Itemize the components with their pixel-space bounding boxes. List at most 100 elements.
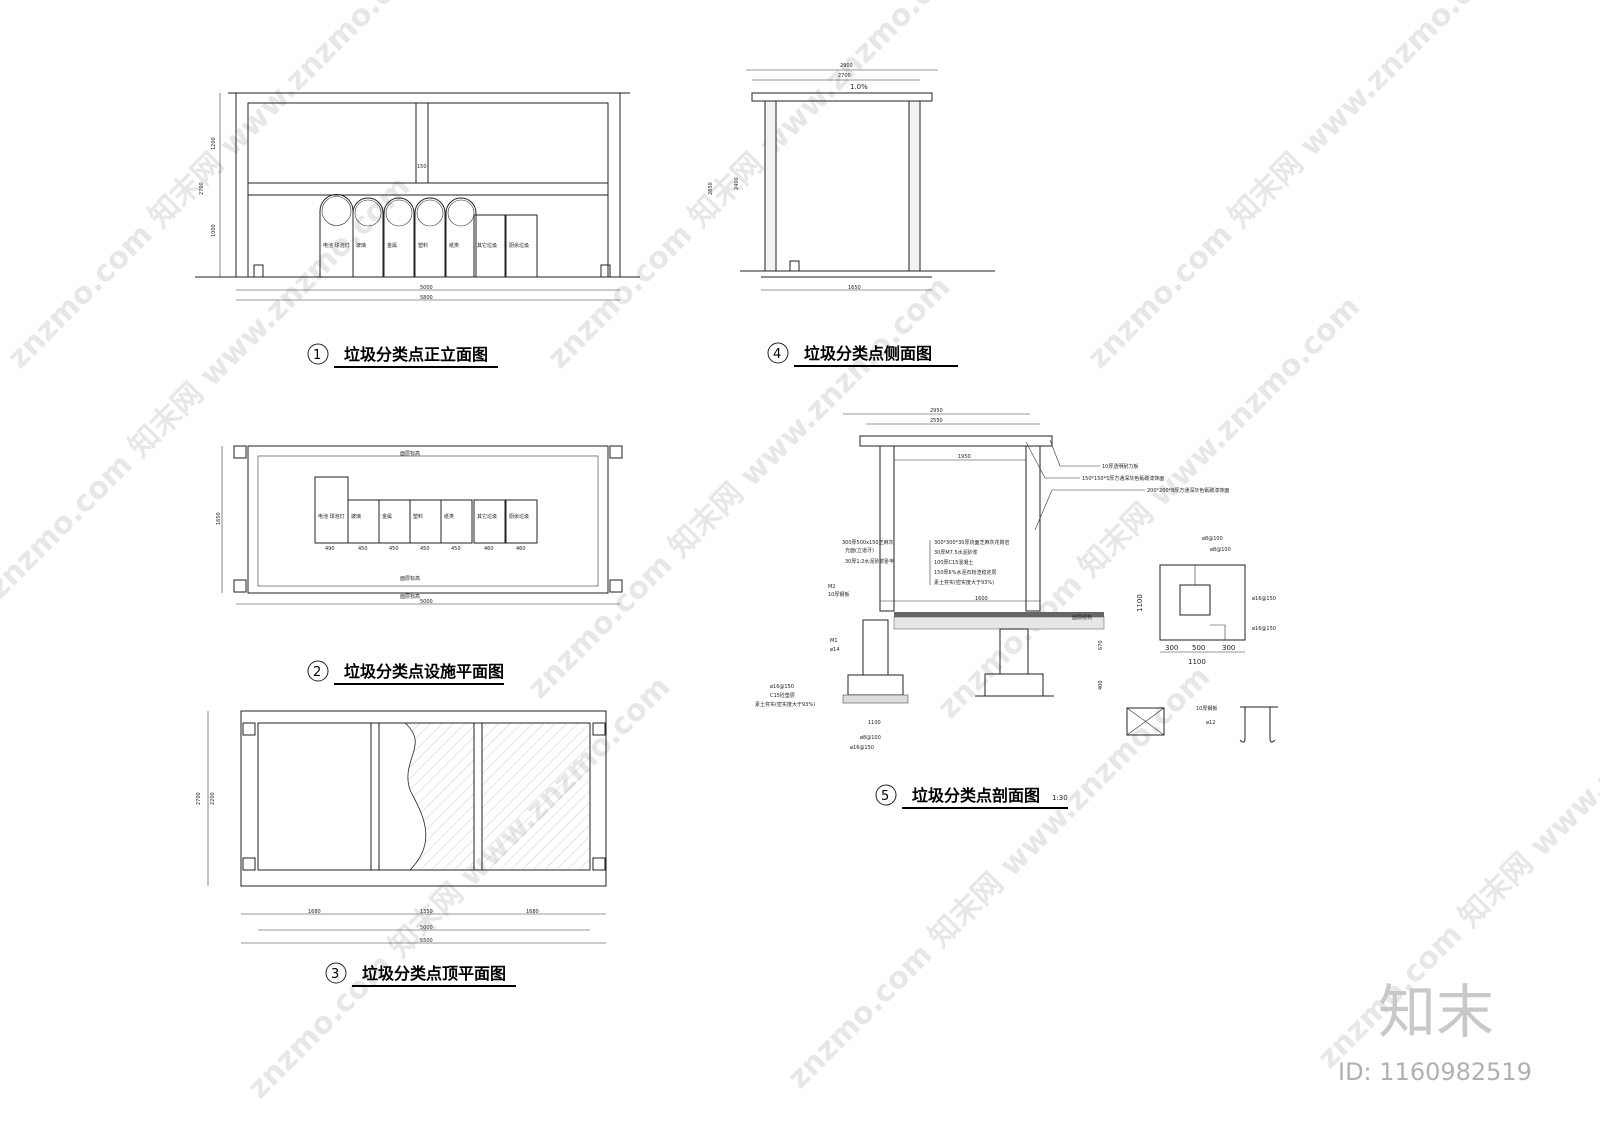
drawing-title: 垃圾分类点正立面图 [344, 345, 488, 364]
dim-label: 1100 [868, 720, 881, 726]
drawing-number: 3 [331, 967, 339, 982]
bin-elevation: 电池 球泡灯 [319, 194, 354, 277]
bin-width-label: 490 [325, 546, 335, 552]
layer-label: 30厚M7.5水泥砂浆 [934, 549, 978, 556]
bin-label: 纸类 [444, 513, 454, 520]
dim-label: 150 [417, 164, 427, 170]
bin-label: 玻璃 [356, 242, 366, 249]
drawing-title: 垃圾分类点侧面图 [804, 344, 932, 363]
dim-label: 300 [1222, 644, 1235, 652]
dim-label: 1100 [1136, 594, 1144, 612]
dim-label: 5500 [420, 938, 433, 944]
bin-label: 其它垃圾 [477, 242, 497, 249]
layer-label: 30厚1:2水泥砂浆卧牢 [845, 558, 894, 565]
dim-label: 500 [1192, 644, 1205, 652]
bin-plan: 其它垃圾 460 [473, 499, 506, 552]
layer-label: 300厚500x150芝麻灰 [842, 539, 894, 546]
drawing-title: 垃圾分类点剖面图 [912, 786, 1040, 805]
front-elevation-drawing: 150 电池 球泡灯玻璃 金属塑料 纸类 其它垃圾 厨余垃圾 2700 1200 100… [195, 92, 640, 301]
bin-elevation: 金属 [383, 197, 415, 277]
bin-width-label: 450 [358, 546, 368, 552]
bin-elevation: 玻璃 [352, 197, 384, 277]
dim-label: 5800 [420, 295, 433, 301]
dim-label: 670 [1098, 640, 1104, 650]
dim-label: 2700 [199, 182, 205, 195]
bin-label: 厨余垃圾 [509, 242, 529, 249]
side-elevation-drawing: 2900 2700 1.0% 2850 2400 1650 [708, 63, 995, 291]
dim-label: 1950 [958, 454, 971, 460]
bin-label: 电池 球泡灯 [318, 513, 345, 520]
dim-label: 1350 [420, 909, 433, 915]
dim-label: 2700 [838, 73, 851, 79]
note-label: 150*150*5厚方通深灰色氟碳漆饰面 [1082, 475, 1164, 482]
facility-plan-drawing: 电池 球泡灯490玻璃450金属450塑料450纸类450其它垃圾460厨余垃圾… [216, 445, 623, 605]
bin-plan: 玻璃 450 [347, 499, 380, 552]
label: 10厚钢板 [828, 591, 849, 598]
drawing-number: 1 [313, 348, 321, 363]
dim-label: 1650 [848, 285, 861, 291]
dim-label: 1680 [526, 909, 539, 915]
label: M1 [830, 638, 838, 644]
dim-label: 2550 [930, 418, 943, 424]
elevation-mark: 面层标高 [400, 575, 420, 582]
image-id: ID: 1160982519 [1338, 1058, 1532, 1086]
ceiling-plan-drawing: 1680 1350 1680 5000 5500 2700 2200 [196, 710, 607, 944]
dim-label: 5000 [420, 285, 433, 291]
bin-label: 其它垃圾 [477, 513, 497, 520]
dim-label: 2700 [196, 792, 202, 805]
label: 素土夯实(密实度大于93%) [755, 701, 815, 708]
watermark-text: znzmo.com 知末网 www.znzmo.com [0, 169, 417, 605]
bin-plan: 厨余垃圾 460 [505, 499, 538, 552]
dim-label: 5000 [420, 925, 433, 931]
bin-width-label: 460 [484, 546, 494, 552]
bin-elevation: 纸类 [445, 197, 477, 277]
bin-label: 塑料 [418, 242, 428, 249]
dim-label: 1680 [308, 909, 321, 915]
dim-label: 2900 [840, 63, 853, 69]
drawing-titles: 1 垃圾分类点正立面图 4 垃圾分类点侧面图 2 垃圾分类点设施平面图 3 垃圾… [307, 342, 1068, 987]
drawing-number: 2 [313, 665, 321, 680]
dim-label: 1600 [975, 596, 988, 602]
dim-label: 1000 [211, 224, 217, 237]
drawing-title: 垃圾分类点设施平面图 [344, 662, 504, 681]
elevation-mark: 面层标高 [400, 450, 420, 457]
dim-label: 2850 [708, 182, 714, 195]
bin-elevation: 塑料 [414, 197, 446, 277]
bins-plan: 电池 球泡灯490玻璃450金属450塑料450纸类450其它垃圾460厨余垃圾… [314, 476, 538, 552]
label: C15砼垫层 [770, 692, 795, 699]
layer-label: 150厚6%水泥石粉渣稳定层 [934, 569, 996, 576]
dim-label: 2200 [210, 792, 216, 805]
layer-label: 素土夯实(密实度大于93%) [934, 579, 994, 586]
label: ø14 [830, 647, 839, 653]
label: ø12 [1206, 720, 1215, 726]
label: 10厚钢板 [1196, 705, 1217, 712]
watermark-text: znzmo.com 知末网 www.znzmo.com [1081, 0, 1517, 376]
bin-label: 塑料 [413, 513, 423, 520]
watermark-text: znzmo.com 知末网 www.znzmo.com [781, 659, 1217, 1095]
bin-label: 厨余垃圾 [509, 513, 529, 520]
bin-width-label: 460 [516, 546, 526, 552]
bin-plan: 塑料 450 [409, 499, 442, 552]
label: ø16@150 [770, 684, 794, 690]
watermark-text: znzmo.com 知末网 www.znzmo.com [931, 289, 1367, 725]
drawing-number: 5 [881, 789, 889, 804]
bin-width-label: 450 [420, 546, 430, 552]
label: 面层结构 [1072, 614, 1092, 621]
bin-label: 纸类 [449, 242, 459, 249]
label: ø16@150 [850, 745, 874, 751]
elevation-mark: 面层标高 [400, 593, 420, 600]
bin-label: 电池 球泡灯 [323, 242, 350, 249]
watermark-text: znzmo.com 知末网 www.znzmo.com [1, 0, 437, 376]
layer-label: 光面(立道牙) [845, 547, 874, 554]
drawing-scale: 1:30 [1052, 794, 1068, 802]
label: ø8@100 [1210, 547, 1231, 553]
dim-label: 1200 [211, 137, 217, 150]
label: M2 [828, 584, 836, 590]
bin-label: 玻璃 [351, 513, 361, 520]
label: ø16@150 [1252, 626, 1276, 632]
dim-label: 1100 [1188, 658, 1206, 666]
